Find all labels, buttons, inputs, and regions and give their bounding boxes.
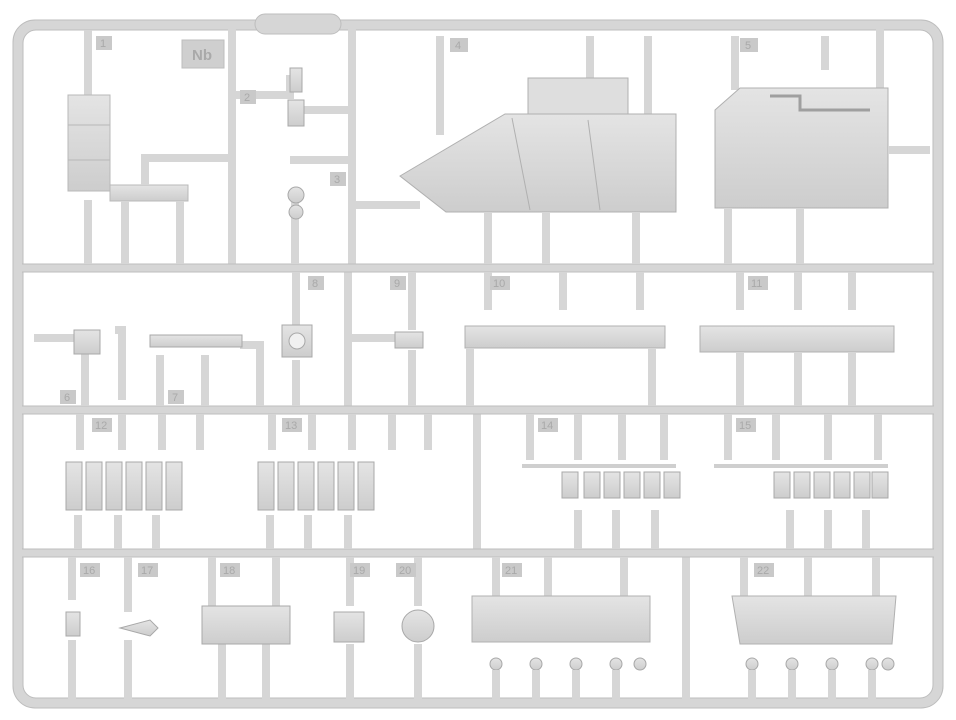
- part-label-19: 19: [350, 563, 370, 577]
- pour-gate: [254, 13, 342, 35]
- part-label-10: 10: [490, 276, 510, 290]
- part-label-18: 18: [220, 563, 240, 577]
- svg-text:20: 20: [399, 565, 411, 577]
- part-label-5: 5: [740, 38, 758, 52]
- svg-text:8: 8: [312, 278, 318, 290]
- part-label-1: 1: [96, 36, 112, 50]
- svg-text:16: 16: [83, 565, 95, 577]
- svg-text:12: 12: [95, 420, 107, 432]
- outer-frame: [13, 20, 943, 708]
- svg-text:18: 18: [223, 565, 235, 577]
- part-label-9: 9: [390, 276, 406, 290]
- svg-text:2: 2: [244, 92, 250, 104]
- svg-text:1: 1: [100, 38, 106, 50]
- runners: [18, 26, 938, 704]
- part-10-rail: [464, 272, 666, 406]
- svg-text:19: 19: [353, 565, 365, 577]
- part-label-7: 7: [168, 390, 184, 404]
- part-label-6: 6: [60, 390, 76, 404]
- part-4-hull: [356, 36, 677, 264]
- svg-text:10: 10: [493, 278, 505, 290]
- part-label-17: 17: [138, 563, 158, 577]
- svg-text:22: 22: [757, 565, 769, 577]
- part-label-11: 11: [748, 276, 768, 290]
- svg-text:21: 21: [505, 565, 517, 577]
- parts-21-22: [471, 557, 897, 700]
- part-1-box: [67, 30, 230, 264]
- part-label-14: 14: [538, 418, 558, 432]
- svg-text:7: 7: [172, 392, 178, 404]
- part-label-4: 4: [450, 38, 468, 52]
- part-label-8: 8: [308, 276, 324, 290]
- parts-12-13: [65, 414, 432, 549]
- svg-text:6: 6: [64, 392, 70, 404]
- part-label-20: 20: [396, 563, 416, 577]
- part-label-12: 12: [92, 418, 112, 432]
- parts-6-7: [34, 272, 416, 406]
- part-label-16: 16: [80, 563, 100, 577]
- svg-text:14: 14: [541, 420, 553, 432]
- svg-text:9: 9: [394, 278, 400, 290]
- parts-14-15: [522, 414, 889, 549]
- sprue-code-tab: Nb: [181, 39, 225, 69]
- sprue-code: Nb: [192, 47, 212, 64]
- part-number-tabs: 1 2 3 4 5 6 7 8 9 10 11 12 13 14 15 16 1…: [60, 36, 774, 577]
- svg-text:15: 15: [739, 420, 751, 432]
- part-label-2: 2: [240, 90, 256, 104]
- part-5-box: [714, 36, 930, 264]
- svg-text:5: 5: [745, 40, 751, 52]
- svg-text:4: 4: [455, 40, 461, 52]
- svg-text:3: 3: [334, 174, 340, 186]
- part-label-15: 15: [736, 418, 756, 432]
- svg-text:13: 13: [285, 420, 297, 432]
- part-label-21: 21: [502, 563, 522, 577]
- part-label-13: 13: [282, 418, 302, 432]
- parts-16-20: [65, 557, 435, 700]
- svg-text:17: 17: [141, 565, 153, 577]
- svg-text:11: 11: [751, 278, 762, 290]
- part-11-rail: [699, 272, 895, 406]
- part-label-22: 22: [754, 563, 774, 577]
- part-label-3: 3: [330, 172, 346, 186]
